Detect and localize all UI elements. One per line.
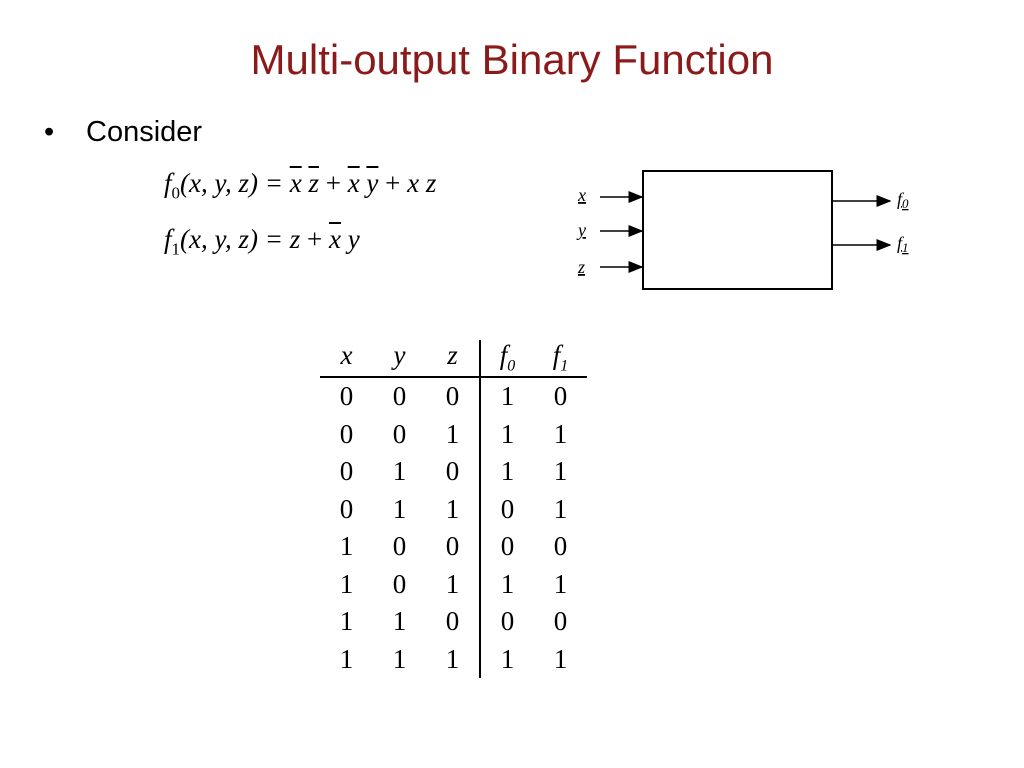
equation-f1: f1(x, y, z) = z + x y bbox=[164, 224, 360, 259]
cell-z: 1 bbox=[445, 493, 460, 524]
cell-f1: 1 bbox=[553, 418, 568, 449]
cell-x: 0 bbox=[339, 381, 354, 412]
cell-f0: 0 bbox=[479, 528, 534, 566]
cell-f0: 1 bbox=[479, 565, 534, 603]
eq-f1-plus: + bbox=[300, 224, 329, 254]
input-label-y: y bbox=[576, 220, 586, 240]
cell-x: 1 bbox=[339, 606, 354, 637]
bullet-consider: • Consider bbox=[44, 116, 202, 149]
table-row: 0 0 0 1 0 bbox=[320, 377, 587, 416]
cell-y: 1 bbox=[392, 493, 407, 524]
cell-f0: 1 bbox=[479, 640, 534, 678]
eq-f1-args: (x, y, z) = bbox=[180, 224, 290, 254]
bullet-text: Consider bbox=[86, 116, 203, 148]
table-row: 1 1 1 1 1 bbox=[320, 640, 587, 678]
cell-x: 1 bbox=[339, 643, 354, 674]
cell-f1: 1 bbox=[553, 456, 568, 487]
cell-z: 0 bbox=[445, 531, 460, 562]
cell-x: 1 bbox=[339, 568, 354, 599]
truth-table: x y z f0 f1 0 0 0 1 0 0 0 1 1 1 0 1 0 1 … bbox=[320, 340, 587, 678]
cell-f1: 0 bbox=[553, 531, 568, 562]
output-label-f1: f1 bbox=[897, 233, 909, 255]
cell-f0: 0 bbox=[479, 603, 534, 641]
table-row: 1 1 0 0 0 bbox=[320, 603, 587, 641]
output-f0-sub: 0 bbox=[902, 196, 909, 211]
eq-f0-term1-a: x bbox=[289, 168, 302, 198]
cell-y: 0 bbox=[392, 381, 407, 412]
eq-f1-term2-a: x bbox=[328, 224, 341, 254]
output-f0-name: f bbox=[897, 189, 905, 209]
eq-f0-plus1: + bbox=[318, 168, 348, 198]
cell-f1: 0 bbox=[553, 606, 568, 637]
eq-f0-term2-a: x bbox=[347, 168, 360, 198]
cell-f0: 1 bbox=[479, 377, 534, 416]
cell-y: 1 bbox=[392, 606, 407, 637]
eq-f1-name: f bbox=[164, 224, 172, 254]
cell-y: 0 bbox=[392, 531, 407, 562]
cell-z: 1 bbox=[445, 568, 460, 599]
cell-f1: 1 bbox=[553, 493, 568, 524]
eq-f1-sub: 1 bbox=[171, 239, 181, 259]
header-x: x bbox=[320, 340, 373, 378]
cell-f1: 1 bbox=[553, 568, 568, 599]
block-diagram: x y z f0 f1 bbox=[576, 170, 909, 290]
eq-f0-term3: x z bbox=[407, 168, 437, 198]
header-y: y bbox=[373, 340, 426, 378]
cell-f0: 1 bbox=[479, 415, 534, 453]
truth-table-header-row: x y z f0 f1 bbox=[320, 340, 587, 378]
slide-title: Multi-output Binary Function bbox=[250, 36, 774, 83]
bullet-marker: • bbox=[44, 116, 55, 148]
header-f1: f1 bbox=[534, 340, 587, 378]
output-f1-sub: 1 bbox=[902, 240, 909, 255]
table-row: 0 1 0 1 1 bbox=[320, 453, 587, 491]
cell-z: 1 bbox=[445, 418, 460, 449]
equation-f0: f0(x, y, z) = x z + x y + x z bbox=[164, 168, 436, 203]
cell-x: 1 bbox=[339, 531, 354, 562]
output-f1-name: f bbox=[897, 233, 905, 253]
cell-f1: 0 bbox=[553, 381, 568, 412]
eq-f0-plus2: + bbox=[378, 168, 408, 198]
input-label-z: z bbox=[577, 257, 585, 277]
cell-y: 1 bbox=[392, 643, 407, 674]
cell-x: 0 bbox=[339, 418, 354, 449]
eq-f1-term1: z bbox=[289, 224, 301, 254]
cell-z: 0 bbox=[445, 381, 460, 412]
cell-z: 0 bbox=[445, 606, 460, 637]
eq-f0-term2-b: y bbox=[366, 168, 379, 198]
header-f0: f0 bbox=[479, 340, 534, 378]
eq-f0-term1-b: z bbox=[308, 168, 319, 198]
cell-x: 0 bbox=[339, 456, 354, 487]
table-row: 0 0 1 1 1 bbox=[320, 415, 587, 453]
cell-f0: 0 bbox=[479, 490, 534, 528]
table-row: 0 1 1 0 1 bbox=[320, 490, 587, 528]
function-box bbox=[642, 170, 833, 290]
header-z: z bbox=[426, 340, 480, 378]
cell-z: 0 bbox=[445, 456, 460, 487]
table-row: 1 0 0 0 0 bbox=[320, 528, 587, 566]
input-label-x: x bbox=[577, 185, 586, 205]
eq-f1-term2-b: y bbox=[340, 224, 360, 254]
cell-y: 0 bbox=[392, 418, 407, 449]
cell-x: 0 bbox=[339, 493, 354, 524]
table-row: 1 0 1 1 1 bbox=[320, 565, 587, 603]
cell-f1: 1 bbox=[553, 643, 568, 674]
cell-f0: 1 bbox=[479, 453, 534, 491]
cell-y: 0 bbox=[392, 568, 407, 599]
cell-z: 1 bbox=[445, 643, 460, 674]
eq-f0-name: f bbox=[164, 168, 172, 198]
output-label-f0: f0 bbox=[897, 189, 909, 211]
eq-f0-sub: 0 bbox=[171, 183, 181, 203]
eq-f0-args: (x, y, z) = bbox=[180, 168, 290, 198]
cell-y: 1 bbox=[392, 456, 407, 487]
